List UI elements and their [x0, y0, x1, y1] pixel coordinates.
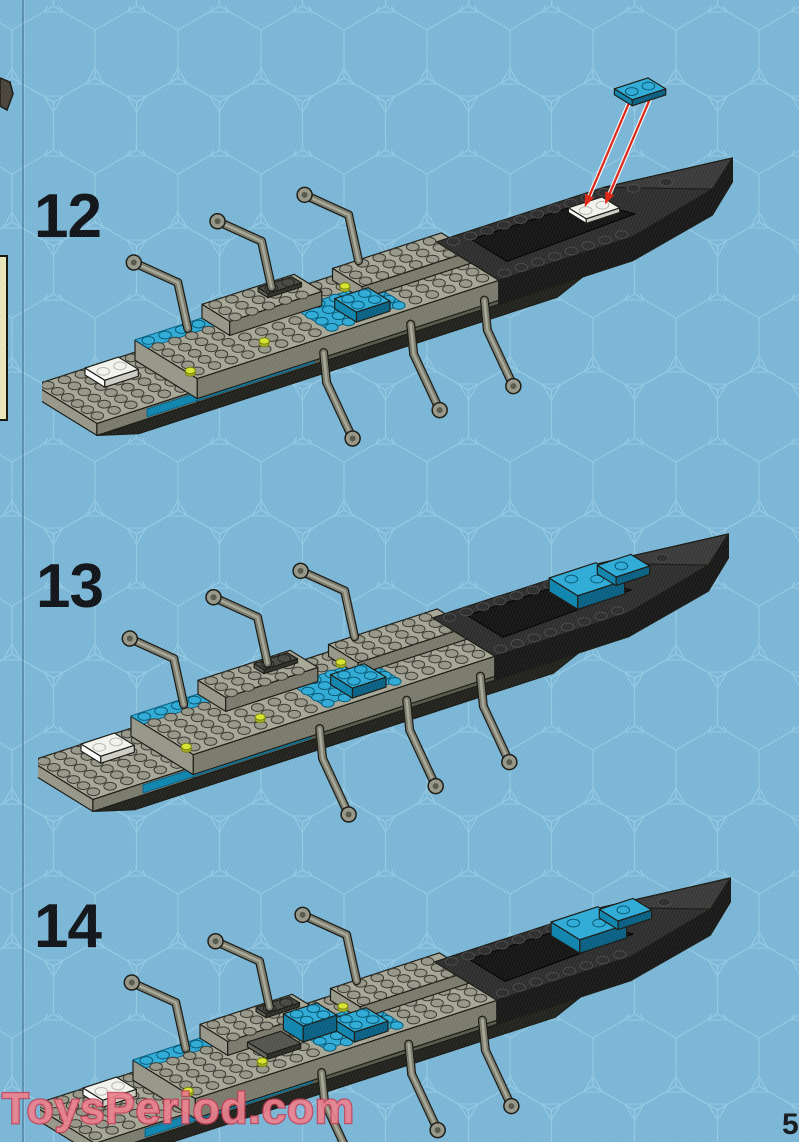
adjacent-callout-fragment: [0, 255, 8, 421]
page-fold-line: [22, 0, 24, 1142]
page-number: 5: [782, 1108, 799, 1141]
adjacent-page-fragment-icon: [0, 77, 14, 112]
watermark-text: ToysPeriod.com: [1, 1083, 356, 1135]
